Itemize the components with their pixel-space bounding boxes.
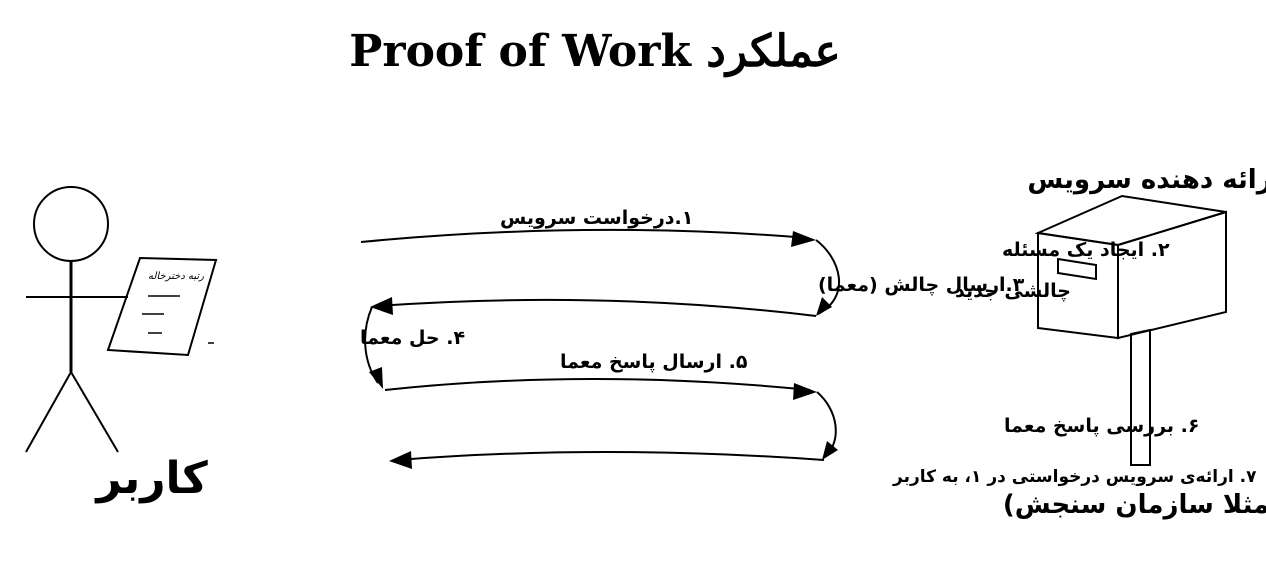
provider-example-label: (مثلا سازمان سنجش) [1003, 490, 1266, 520]
user-form: رتبه دخترخاله [106, 256, 218, 357]
form-paper [106, 256, 218, 357]
diagram-title: عملکرد Proof of Work [349, 26, 840, 78]
mailbox-slot [1057, 257, 1097, 281]
step-1-label: ۱.درخواست سرویس [500, 207, 693, 229]
arrowhead [791, 231, 816, 247]
arrowhead [793, 383, 817, 400]
flow-arrows [360, 228, 841, 469]
arrowhead [816, 297, 832, 316]
step-2-label: ۲. ایجاد یک مسئله [1002, 239, 1170, 261]
provider-mailbox [1034, 194, 1227, 466]
step-labels: ۱.درخواست سرویس ۲. ایجاد یک مسئله چالشی … [360, 207, 1257, 487]
arrowhead [369, 367, 383, 389]
user-head [33, 186, 109, 262]
step-4-label: ۴. حل معما [360, 327, 465, 349]
arrow-request-service [360, 228, 809, 243]
arrow-send-answer [384, 378, 811, 391]
user-left-leg [25, 371, 72, 453]
step-7-label: ۷. ارائه‌ی سرویس درخواستی در ۱، به کاربر [892, 467, 1257, 487]
arrowhead [370, 297, 393, 315]
form-text: رتبه دخترخاله [148, 271, 204, 282]
provider-label: ارائه دهنده سرویس [1027, 165, 1266, 195]
user-label: کاربر [94, 453, 208, 504]
mailbox-side [1117, 210, 1227, 340]
mailbox-post [1130, 328, 1151, 466]
step-5-label: ۵. ارسال پاسخ معما [560, 351, 748, 373]
step-3-label: ۳.ارسال چالش (معما) [818, 274, 1025, 296]
arrow-deliver-service [397, 451, 825, 461]
step-6-label: ۶. بررسی پاسخ معما [1004, 415, 1199, 437]
user-right-leg [70, 371, 119, 453]
user-stick-figure [25, 186, 128, 453]
arrowhead [822, 441, 838, 460]
step-2-label-continued: چالشی جدید [955, 280, 1071, 302]
arrow-send-challenge [377, 298, 817, 317]
arrowhead [389, 451, 412, 469]
